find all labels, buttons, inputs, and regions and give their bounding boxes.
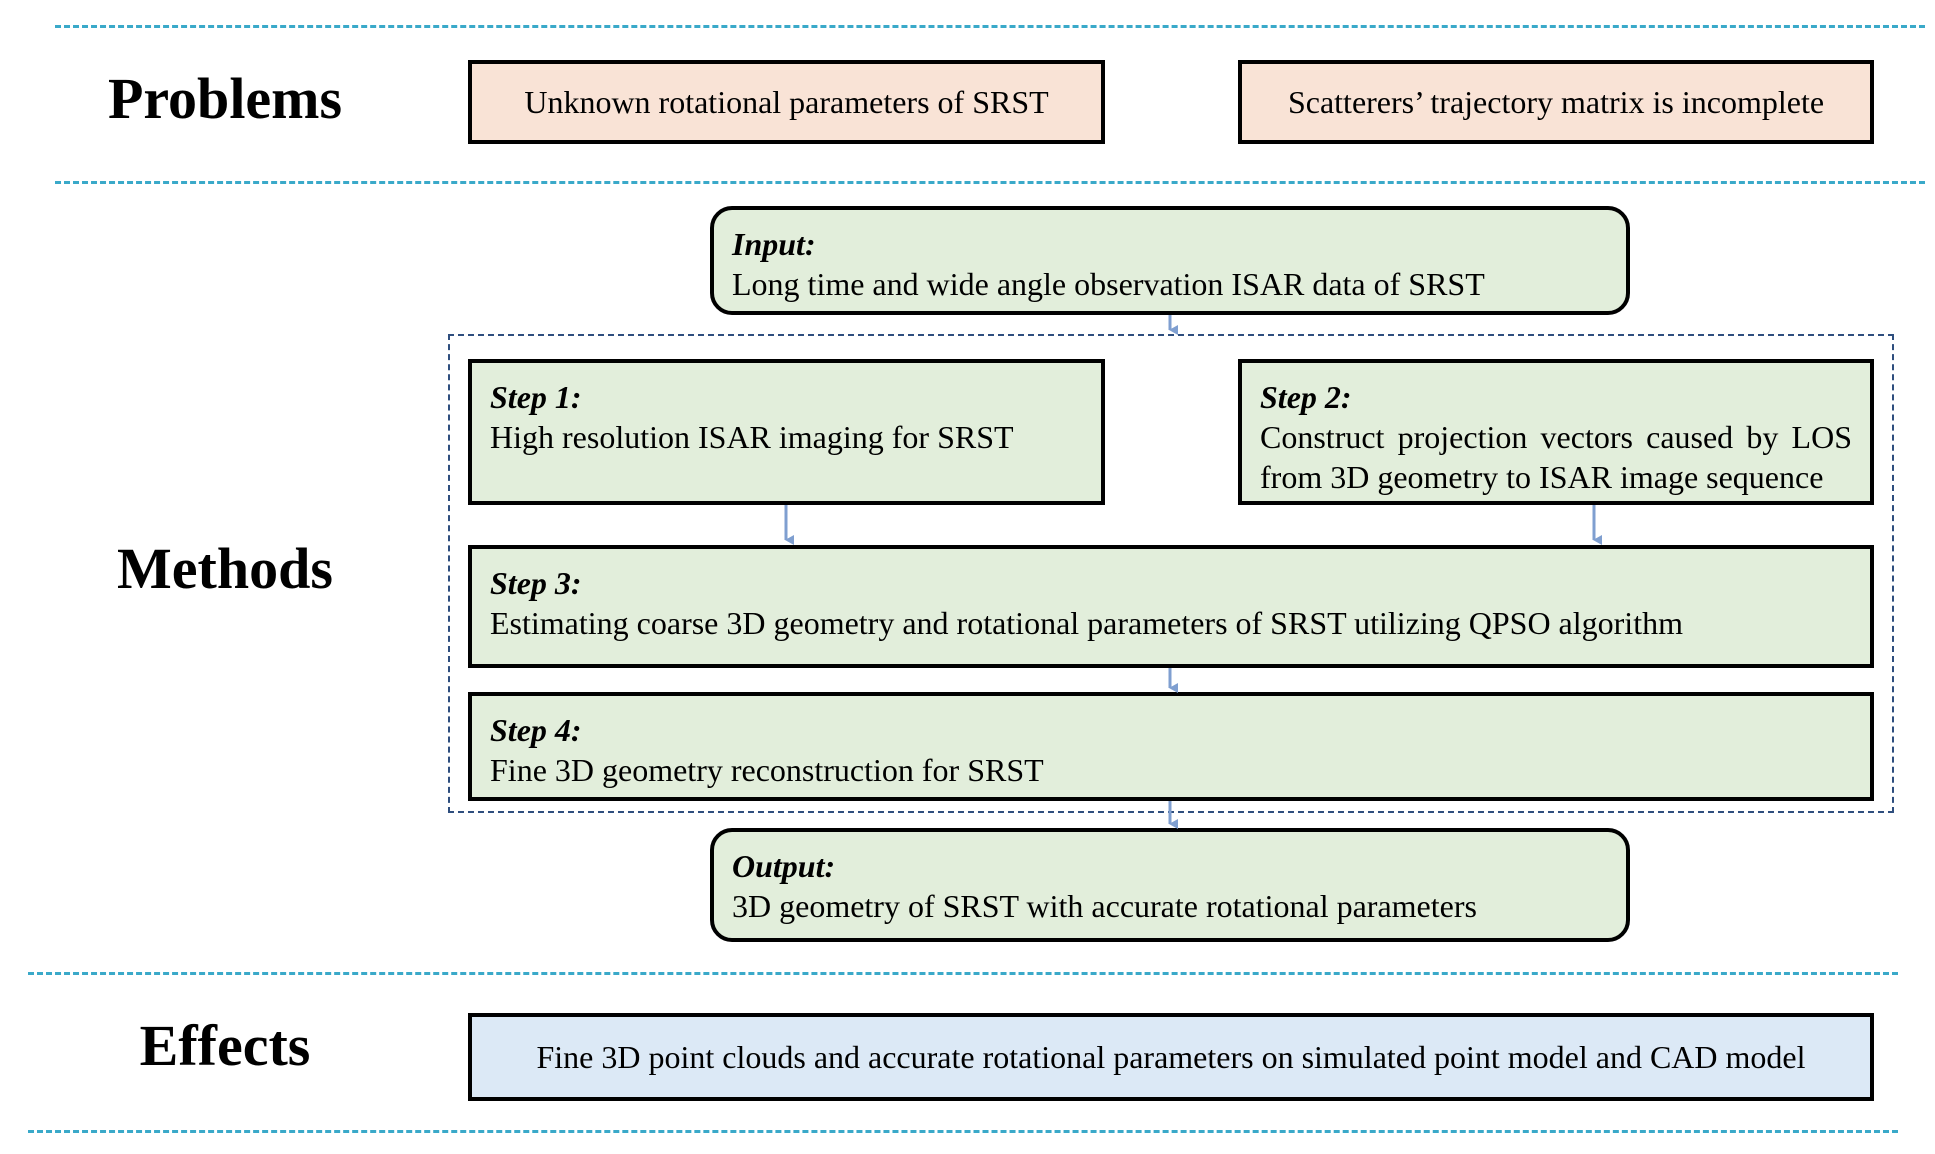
- problem-text-1: Unknown rotational parameters of SRST: [524, 83, 1049, 120]
- step-2-text-line-1: Construct projection vectors caused by L…: [1260, 419, 1852, 455]
- output-label: Output:: [732, 848, 836, 884]
- problem-box-2: Scatterers’ trajectory matrix is incompl…: [1238, 60, 1874, 144]
- step-3-text: Estimating coarse 3D geometry and rotati…: [490, 605, 1683, 641]
- problem-box-1: Unknown rotational parameters of SRST: [468, 60, 1105, 144]
- problems-title: Problems: [107, 66, 343, 131]
- output-box: Output: 3D geometry of SRST with accurat…: [710, 828, 1630, 942]
- step-4-text: Fine 3D geometry reconstruction for SRST: [490, 752, 1044, 788]
- separator-problems-methods: [55, 181, 1925, 184]
- separator-top: [55, 25, 1925, 28]
- step-3-label: Step 3:: [490, 565, 582, 601]
- input-text: Long time and wide angle observation ISA…: [732, 266, 1485, 302]
- effect-text: Fine 3D point clouds and accurate rotati…: [536, 1038, 1806, 1075]
- step-2-box: Step 2: Construct projection vectors cau…: [1238, 359, 1874, 505]
- output-text: 3D geometry of SRST with accurate rotati…: [732, 888, 1477, 924]
- separator-bottom: [28, 1130, 1898, 1133]
- step-2-label: Step 2:: [1260, 379, 1352, 415]
- input-box: Input: Long time and wide angle observat…: [710, 206, 1630, 315]
- effect-box: Fine 3D point clouds and accurate rotati…: [468, 1013, 1874, 1101]
- step-1-label: Step 1:: [490, 379, 582, 415]
- step-1-text: High resolution ISAR imaging for SRST: [490, 419, 1014, 455]
- effects-title: Effects: [139, 1013, 311, 1078]
- step-2-text-line-2: from 3D geometry to ISAR image sequence: [1260, 459, 1824, 495]
- step-3-box: Step 3: Estimating coarse 3D geometry an…: [468, 545, 1874, 668]
- methods-title: Methods: [117, 536, 333, 601]
- separator-methods-effects: [28, 972, 1898, 975]
- step-1-box: Step 1: High resolution ISAR imaging for…: [468, 359, 1105, 505]
- problem-text-2: Scatterers’ trajectory matrix is incompl…: [1287, 83, 1825, 120]
- step-4-box: Step 4: Fine 3D geometry reconstruction …: [468, 692, 1874, 801]
- step-4-label: Step 4:: [490, 712, 582, 748]
- input-label: Input:: [732, 226, 816, 262]
